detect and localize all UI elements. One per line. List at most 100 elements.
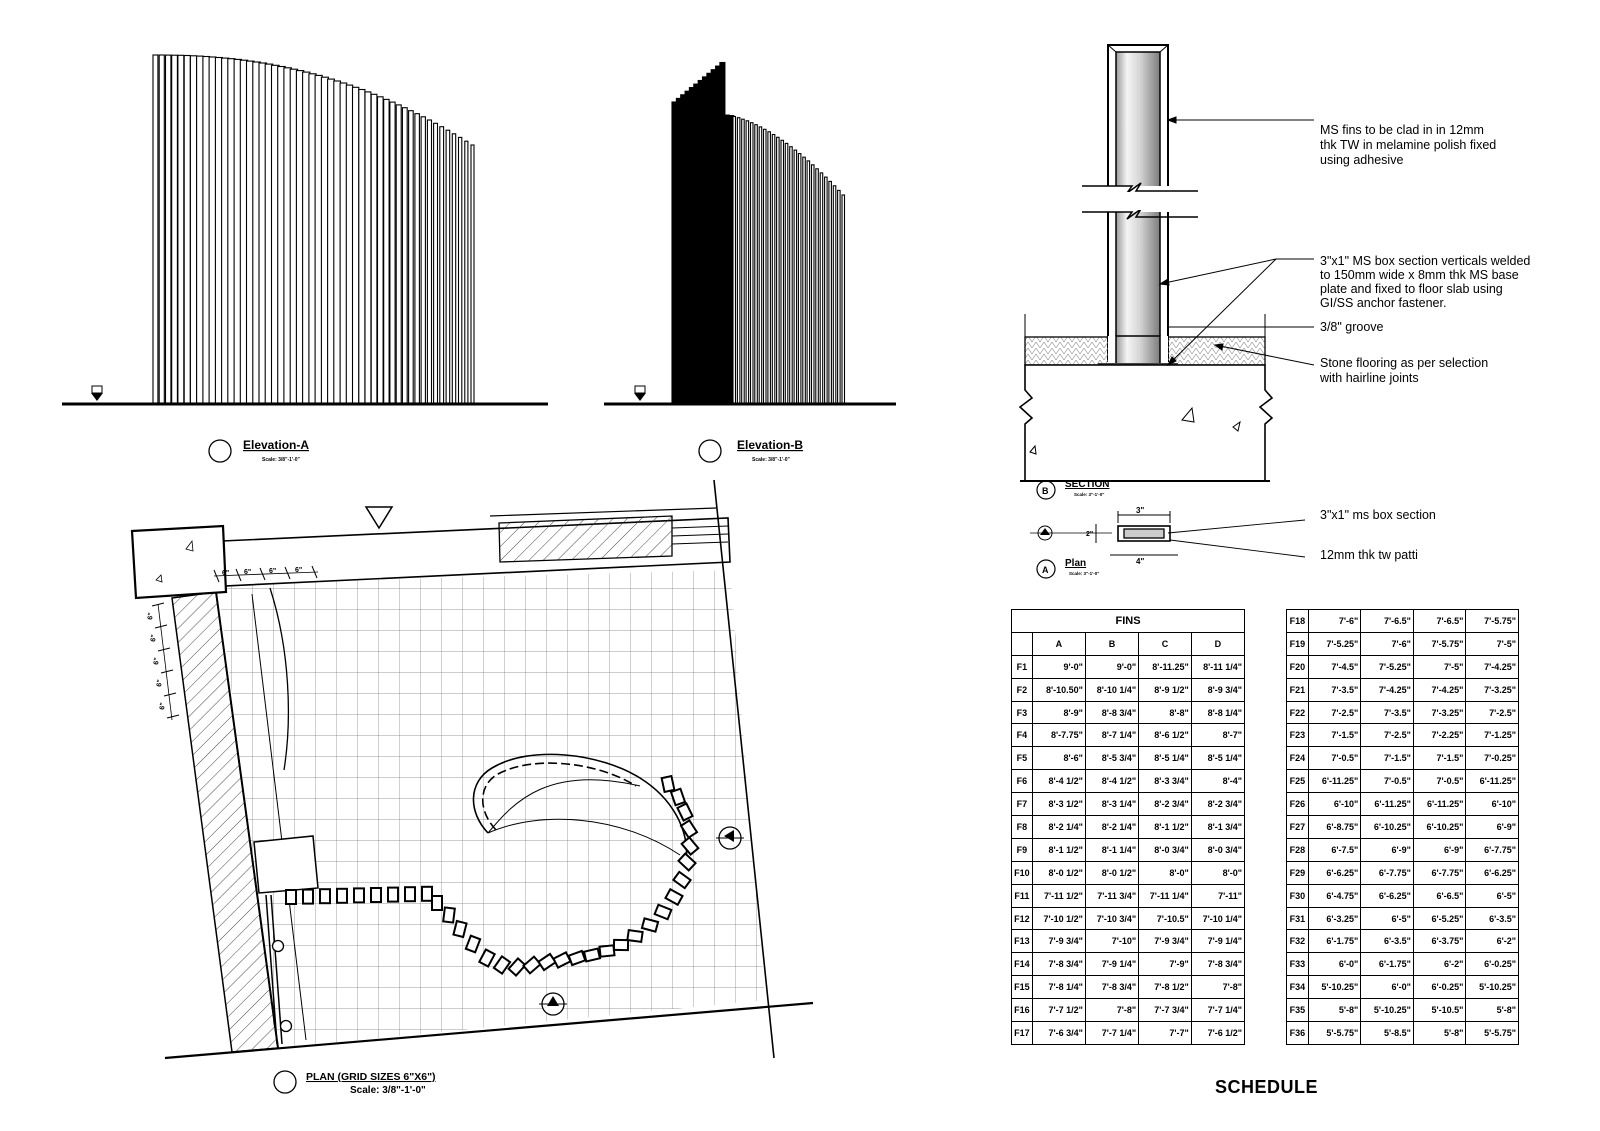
fin-height-cell: 6'-3.5" [1360,929,1414,954]
fin-height-cell: 7'-4.25" [1412,677,1467,702]
break-line [1080,182,1200,220]
fin-height-cell: 6'-11.25" [1360,792,1414,817]
plan-fin-block [452,919,468,939]
level-marker-icon [91,385,103,401]
fin-height-cell: 5'-8.5" [1360,1021,1414,1045]
elevation-fin [745,120,750,404]
elevation-b-scale: Scale: 3/8"-1'-0" [752,457,791,463]
fin-height-cell: 8'-3 1/2" [1031,792,1086,817]
fin-height-cell: 8'-0 3/4" [1190,837,1246,862]
plan-side-dim-5: 6" [159,702,167,710]
fin-height-cell: 7'-7" [1138,1021,1192,1045]
fin-height-cell: 6'-11.25" [1412,792,1467,817]
fin-id-cell: F5 [1011,746,1033,771]
fin-height-cell: 6'-0" [1360,975,1414,1000]
fin-height-cell: 9'-0" [1031,654,1086,679]
fin-height-cell: 7'-8" [1084,998,1140,1023]
fin-id-cell: F19 [1286,631,1309,656]
elevation-a-title: Elevation-A [243,438,309,452]
plan-fin-block [442,906,456,924]
fin-id-cell: F29 [1286,860,1309,885]
plan-detail-dim-bottom: 4" [1136,557,1144,566]
plan-detail-title: Plan [1065,558,1086,569]
fin-height-cell: 7'-0.5" [1360,769,1414,794]
fin-height-cell: 8'-2 1/4" [1031,815,1086,839]
fin-height-cell: 7'-5.25" [1307,631,1362,656]
plan-fin-block [669,787,687,807]
fin-id-cell: F31 [1286,906,1309,931]
fin-height-cell: 7'-3.25" [1412,700,1467,725]
elevation-fin [815,168,819,404]
elevation-fin [784,142,789,404]
elevation-fin [832,185,837,404]
level-marker-icon [634,385,646,401]
fin-height-cell: 5'-5.75" [1465,1021,1519,1045]
fin-height-cell: 7'-5.25" [1360,654,1414,679]
fin-height-cell: 7'-10.5" [1138,906,1192,931]
elevation-fin [389,101,396,404]
plan-fin-block [507,957,527,977]
fin-height-cell: 8'-4 1/2" [1031,769,1086,794]
column-header-blank [1011,631,1033,656]
fin-height-cell: 7'-5" [1412,654,1467,679]
fin-height-cell: 7'-8" [1190,975,1246,1000]
fin-height-cell: 8'-0 3/4" [1138,837,1192,862]
fin-id-cell: F14 [1011,952,1033,977]
section-tag: B [1042,486,1049,496]
elevation-fin [333,80,342,404]
elevation-fin [439,126,445,404]
column-header: A [1031,631,1086,656]
fin-height-cell: 7'-3.25" [1465,677,1519,702]
fin-id-cell: F30 [1286,883,1309,908]
section-note-3: 3/8" groove [1320,320,1384,334]
plan-post-icon [279,1019,293,1033]
fin-height-cell: 7'-8 3/4" [1190,952,1246,977]
fin-height-cell: 7'-1.5" [1360,746,1414,771]
fin-height-cell: 7'-7 1/4" [1190,998,1246,1023]
elevation-fin [837,189,841,404]
plan-fin-block [677,852,697,872]
fin-height-cell: 8'-3 3/4" [1138,769,1192,794]
plan-fin-block [612,938,630,952]
elevation-fin [358,88,366,404]
elevation-fin [171,54,178,404]
plan-detail: 3" 4" 2" 3"x1" ms box section 12mm thk t… [1030,506,1436,579]
section-scale: Scale: 3"-1'-0" [1074,492,1104,497]
fin-height-cell: 7'-6 3/4" [1031,1021,1086,1045]
fin-id-cell: F18 [1286,609,1309,633]
fin-height-cell: 7'-2.25" [1412,723,1467,748]
plan-dim-3: 6" [269,568,276,575]
fin-height-cell: 7'-10 1/2" [1031,906,1086,931]
plan-fin-block [653,903,673,921]
fin-id-cell: F6 [1011,769,1033,794]
plan-fin-block [387,886,399,903]
fin-height-cell: 6'-9" [1412,837,1467,862]
elevation-fin [383,98,390,404]
fin-height-cell: 8'-11 1/4" [1190,654,1246,679]
fin-height-cell: 7'-4.25" [1360,677,1414,702]
fin-height-cell: 7'-9 3/4" [1138,929,1192,954]
fin-height-cell: 7'-6" [1360,631,1414,656]
fin-height-cell: 6'-3.5" [1465,906,1519,931]
fin-height-cell: 8'-4" [1190,769,1246,794]
elevation-fin [177,54,185,404]
fin-id-cell: F1 [1011,654,1033,679]
plan-fin-block [353,887,365,904]
fin-height-cell: 5'-8" [1412,1021,1467,1045]
elevation-fin [183,54,191,404]
plan-detail-note-1: 3"x1" ms box section [1320,508,1436,522]
